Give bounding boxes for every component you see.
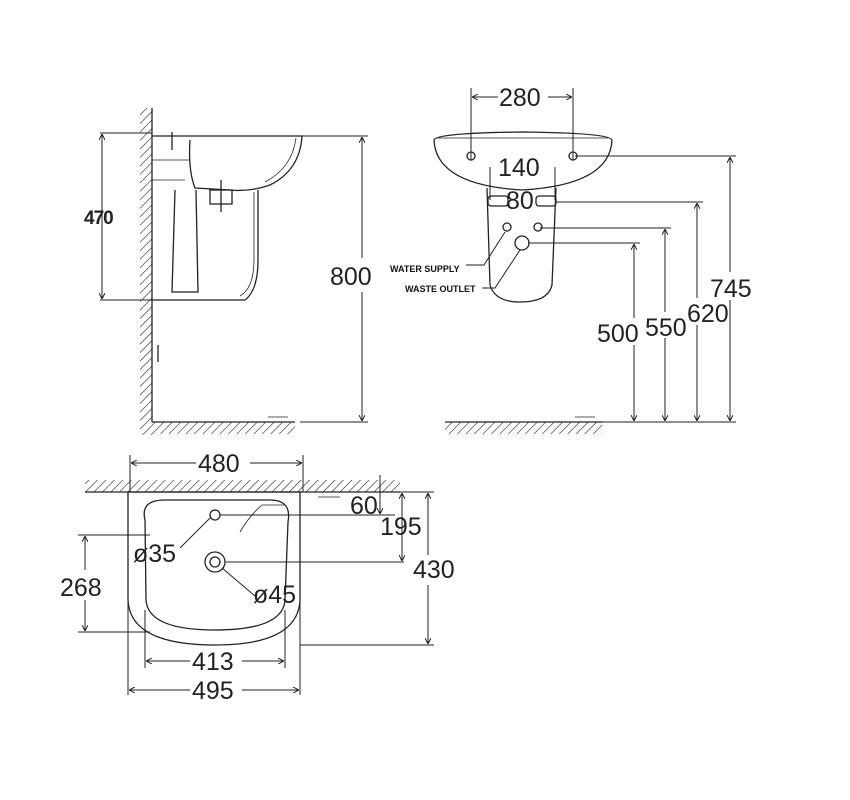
basin-top-outline <box>127 491 301 646</box>
top-view: 480 60 195 430 268 ø35 ø45 413 495 <box>60 450 455 705</box>
dim-outer-width: 495 <box>192 677 234 705</box>
basin-profile <box>152 135 303 192</box>
dim-tap-spacing: 280 <box>499 84 541 112</box>
pedestal-front <box>486 187 557 303</box>
front-view: 280 140 80 745 620 550 500 WATER SUPPLY … <box>390 84 752 434</box>
dim-supply-spacing: 140 <box>498 154 540 182</box>
waste-outlet-label: WASTE OUTLET <box>405 284 476 294</box>
basin-bowl <box>143 499 290 631</box>
dim-height-745: 745 <box>710 275 752 303</box>
dim-tap-offset: 60 <box>350 492 378 520</box>
dim-outlet-spacing: 80 <box>506 187 534 215</box>
dim-depth: 430 <box>413 556 455 584</box>
dim-waste-hole: ø45 <box>253 581 296 609</box>
dim-height-500: 500 <box>597 320 639 348</box>
floor-hatch <box>152 422 295 434</box>
wall-hatch <box>140 108 152 435</box>
dim-inner-width: 413 <box>192 648 234 676</box>
dim-basin-height: 470 <box>84 208 113 229</box>
dim-top-width: 480 <box>198 450 240 478</box>
dim-inner-depth: 268 <box>60 574 102 602</box>
pedestal-profile <box>152 190 259 301</box>
dim-outlet-offset: 195 <box>380 513 422 541</box>
wall-hatch <box>85 480 400 492</box>
dim-height-550: 550 <box>645 314 687 342</box>
side-view: 470 800 <box>84 108 372 435</box>
floor-hatch <box>445 422 602 434</box>
dim-height-620: 620 <box>687 300 729 328</box>
dim-total-height: 800 <box>330 263 372 291</box>
water-supply-label: WATER SUPPLY <box>390 264 460 274</box>
basin-front <box>433 131 613 191</box>
dim-tap-hole: ø35 <box>133 540 176 568</box>
